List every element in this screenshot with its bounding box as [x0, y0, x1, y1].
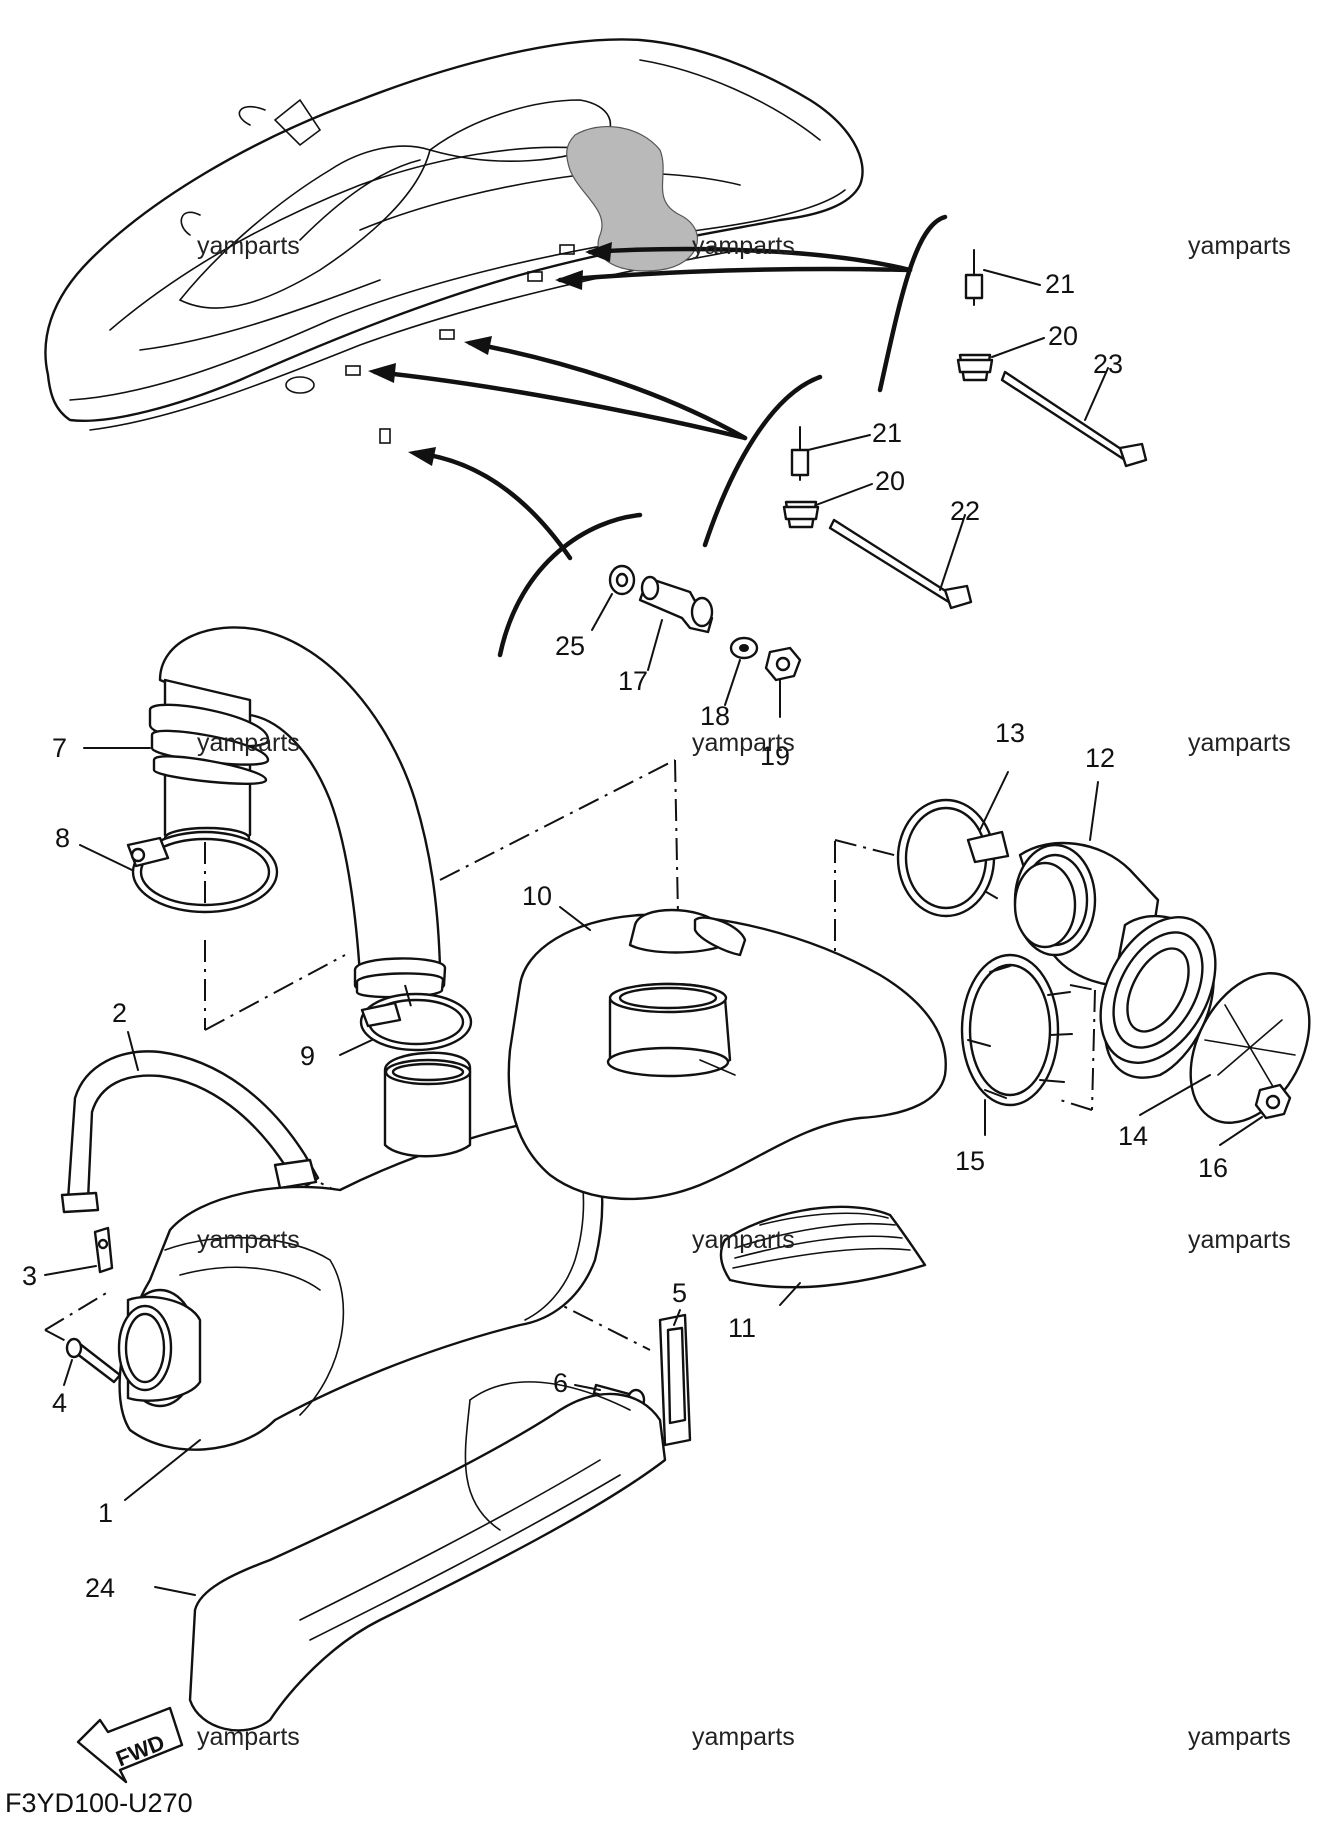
protector-mat: [719, 1205, 927, 1289]
mounting-flange: [960, 953, 1073, 1107]
callout-8: 8: [55, 823, 70, 853]
watermark: yamparts: [692, 1723, 795, 1751]
hose-clamp-small: [359, 992, 473, 1052]
callout-18: 18: [700, 701, 730, 731]
watermark: yamparts: [1188, 232, 1291, 260]
watermark: yamparts: [1188, 729, 1291, 757]
callout-19: 19: [760, 741, 790, 771]
callout-17: 17: [618, 666, 648, 696]
forward-direction-arrow: FWD: [76, 1706, 184, 1784]
callout-22: 22: [950, 496, 980, 526]
watermark: yamparts: [1188, 1723, 1291, 1751]
tank-clamp: [896, 798, 1010, 918]
cover-plate: [1099, 914, 1311, 1124]
bracket-and-rivet: [65, 1226, 122, 1384]
flange-nut: [1254, 1083, 1292, 1120]
callout-24: 24: [85, 1573, 115, 1603]
mount-arrows: [368, 214, 948, 658]
watermark: yamparts: [197, 232, 300, 260]
callout-15: 15: [955, 1146, 985, 1176]
callout-3: 3: [22, 1261, 37, 1291]
muffler-strap: [60, 1050, 320, 1214]
callout-7: 7: [52, 733, 67, 763]
muffler-cover: [188, 1381, 667, 1732]
callout-9: 9: [300, 1041, 315, 1071]
callout-6: 6: [553, 1368, 568, 1398]
callout-25: 25: [555, 631, 585, 661]
muffler: [117, 1051, 604, 1451]
callout-10: 10: [522, 881, 552, 911]
callout-1: 1: [98, 1498, 113, 1528]
callout-2: 2: [112, 998, 127, 1028]
callout-20-middle: 20: [875, 466, 905, 496]
water-lock-tank: [507, 908, 947, 1201]
callout-14: 14: [1118, 1121, 1148, 1151]
elbow-hose: [148, 626, 447, 999]
callout-23: 23: [1093, 349, 1123, 379]
leader-lines: [44, 269, 1263, 1596]
watermark: yamparts: [197, 1226, 300, 1254]
callout-20-upper: 20: [1048, 321, 1078, 351]
callout-labels: 1 2 3 4 5 6 7 8 9 10 11 12 13 14 15 16 1…: [22, 269, 1228, 1603]
callout-21-upper: 21: [1045, 269, 1075, 299]
callout-16: 16: [1198, 1153, 1228, 1183]
drain-plug-set: [608, 564, 802, 682]
watermark: yamparts: [197, 729, 300, 757]
fastener-group-upper: [956, 249, 1148, 468]
callout-13: 13: [995, 718, 1025, 748]
callout-12: 12: [1085, 743, 1115, 773]
callout-21-middle: 21: [872, 418, 902, 448]
hose-clamp-large: [126, 830, 279, 914]
diagram-code: F3YD100-U270: [5, 1788, 193, 1818]
watermark: yamparts: [692, 729, 795, 757]
watermark: yamparts: [197, 1723, 300, 1751]
fastener-group-middle: [782, 426, 973, 610]
watermark: yamparts: [692, 1226, 795, 1254]
callout-11: 11: [728, 1313, 756, 1343]
callout-4: 4: [52, 1388, 67, 1418]
watermarks: yamparts yamparts yamparts yamparts yamp…: [197, 232, 1291, 1751]
watermark: yamparts: [692, 232, 795, 260]
watercraft-hull-illustration: [44, 38, 864, 444]
callout-5: 5: [672, 1278, 687, 1308]
watermark: yamparts: [1188, 1226, 1291, 1254]
